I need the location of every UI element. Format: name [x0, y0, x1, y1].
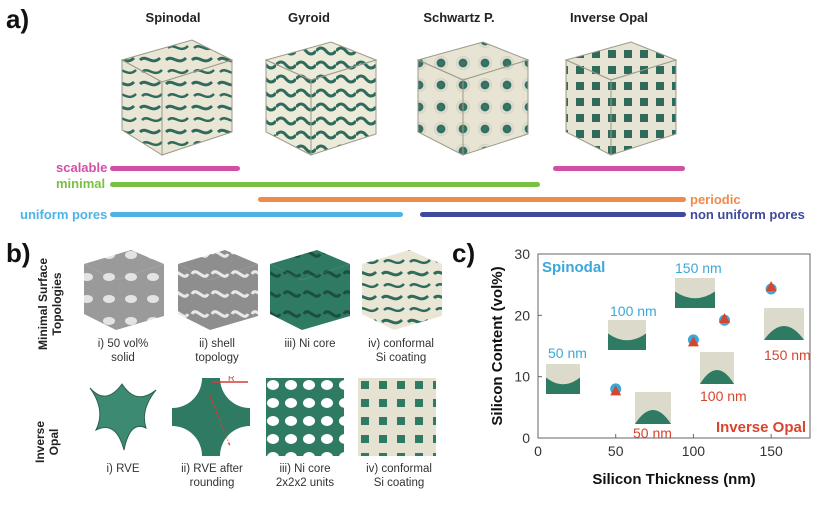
- inset-spinodal-150-core: [675, 291, 715, 308]
- annot-spinodal-100: 100 nm: [610, 303, 657, 319]
- panel-a-label: a): [6, 4, 30, 34]
- x-tick-label-1: 50: [608, 443, 624, 459]
- inset-spinodal-100-core: [608, 333, 646, 350]
- caption-row1-4-line1: iv) conformal: [368, 338, 434, 350]
- gyroid-cube-image: [264, 41, 378, 156]
- caption-row1-4-line2: Si coating: [375, 352, 427, 364]
- caption-row2-1: i) RVE: [68, 462, 178, 476]
- point-inverse-opal-3: [765, 281, 777, 292]
- bar-non-uniform-pores: [420, 212, 686, 217]
- y-tick-label-3: 30: [514, 246, 530, 262]
- caption-row2-4-line1: iv) conformal: [366, 463, 432, 475]
- legend-inverse-opal: Inverse Opal: [716, 419, 806, 436]
- caption-row2-3-line2: 2x2x2 units: [275, 477, 335, 489]
- point-inverse-opal-0: [610, 385, 622, 396]
- y-tick-label-2: 20: [514, 307, 530, 323]
- caption-row1-2-line1: ii) shell: [199, 338, 235, 350]
- caption-row1-1: i) 50 vol% solid: [68, 337, 178, 365]
- thumb-ni-core-2x2x2: [266, 378, 344, 456]
- bar-label-periodic: periodic: [690, 192, 741, 207]
- annot-opal-50: 50 nm: [633, 425, 672, 441]
- point-inverse-opal-2: [719, 313, 731, 324]
- row-label-minimal-surface-line1: Minimal Surface: [36, 257, 50, 351]
- bar-label-uniform-pores: uniform pores: [20, 207, 108, 222]
- x-tick-label-3: 150: [759, 443, 783, 459]
- inverse-opal-cube-image: [564, 41, 678, 156]
- annot-spinodal-150: 150 nm: [675, 260, 722, 276]
- row-label-minimal-surface-line2: Topologies: [50, 272, 64, 336]
- point-inverse-opal-1: [687, 336, 699, 347]
- legend-spinodal: Spinodal: [542, 259, 605, 276]
- caption-row2-3: iii) Ni core 2x2x2 units: [250, 462, 360, 490]
- thumb-ni-core: [270, 250, 350, 330]
- caption-row1-1-line2: solid: [111, 352, 135, 364]
- inset-opal-100-core: [700, 370, 734, 384]
- inset-spinodal-150: [675, 278, 715, 308]
- row-label-inverse-opal-line2: Opal: [47, 428, 61, 456]
- thumb-rve: [89, 383, 157, 451]
- caption-row2-4-line2: Si coating: [373, 477, 425, 489]
- thumb-conformal-si-coating: [362, 250, 442, 330]
- bar-uniform-pores: [110, 212, 403, 217]
- thumb-conformal-si-coating-opal: [358, 378, 436, 456]
- annot-opal-150: 150 nm: [764, 347, 811, 363]
- inset-opal-150-core: [764, 326, 804, 340]
- row-label-minimal-surface: Minimal Surface Topologies: [36, 254, 64, 354]
- row-label-inverse-opal: Inverse Opal: [33, 407, 61, 477]
- structure-title-gyroid: Gyroid: [288, 10, 330, 25]
- caption-row1-2-line2: topology: [195, 352, 239, 364]
- bar-label-non-uniform-pores: non uniform pores: [690, 207, 805, 222]
- caption-row1-3-line1: iii) Ni core: [284, 338, 336, 350]
- schwartz-cube-image: [416, 41, 530, 156]
- row-label-inverse-opal-line1: Inverse: [33, 420, 47, 464]
- caption-row2-3-line1: iii) Ni core: [279, 463, 331, 475]
- panel-c-label: c): [452, 238, 476, 268]
- inset-opal-100: [700, 352, 734, 384]
- thumb-solid-50vol: [84, 250, 164, 330]
- caption-row1-1-line1: i) 50 vol%: [97, 338, 149, 350]
- structure-title-schwartz: Schwartz P.: [423, 10, 495, 25]
- caption-row1-2: ii) shell topology: [162, 337, 272, 365]
- bar-scalable-right: [553, 166, 685, 171]
- thumb-rve-after-rounding: R r: [170, 376, 252, 458]
- thumb-shell-topology: [178, 250, 258, 330]
- structure-title-inverse-opal: Inverse Opal: [569, 10, 649, 25]
- inset-spinodal-100: [608, 320, 646, 350]
- inset-spinodal-50-core: [546, 377, 580, 394]
- bar-label-minimal: minimal: [56, 176, 106, 191]
- rve-marker-R: R: [228, 376, 235, 383]
- x-axis-label: Silicon Thickness (nm): [592, 471, 755, 488]
- caption-row1-4: iv) conformal Si coating: [346, 337, 456, 365]
- panel-b-label: b): [6, 238, 31, 268]
- rve-marker-r: r: [234, 448, 237, 458]
- bar-label-scalable: scalable: [56, 160, 108, 175]
- y-axis-label: Silicon Content (vol%): [489, 266, 506, 425]
- caption-row2-4: iv) conformal Si coating: [344, 462, 454, 490]
- y-tick-label-0: 0: [522, 430, 530, 446]
- caption-row2-2: ii) RVE after rounding: [157, 462, 267, 490]
- y-tick-label-1: 10: [514, 369, 530, 385]
- caption-row2-2-line2: rounding: [189, 477, 235, 489]
- caption-row1-3: iii) Ni core: [255, 337, 365, 351]
- inset-opal-150: [764, 308, 804, 340]
- bar-minimal: [110, 182, 540, 187]
- annot-spinodal-50: 50 nm: [548, 345, 587, 361]
- x-tick-label-2: 100: [682, 443, 706, 459]
- inset-opal-50-core: [635, 410, 671, 424]
- annot-opal-100: 100 nm: [700, 388, 747, 404]
- bar-scalable-left: [110, 166, 240, 171]
- bar-periodic: [258, 197, 686, 202]
- caption-row2-2-line1: ii) RVE after: [181, 463, 243, 475]
- inset-spinodal-50: [546, 364, 580, 394]
- plot-frame: [537, 253, 811, 439]
- inset-opal-50: [635, 392, 671, 424]
- x-tick-label-0: 0: [534, 443, 542, 459]
- caption-row2-1-line1: i) RVE: [106, 463, 140, 475]
- spinodal-cube-image: [120, 39, 234, 156]
- structure-title-spinodal: Spinodal: [145, 10, 201, 25]
